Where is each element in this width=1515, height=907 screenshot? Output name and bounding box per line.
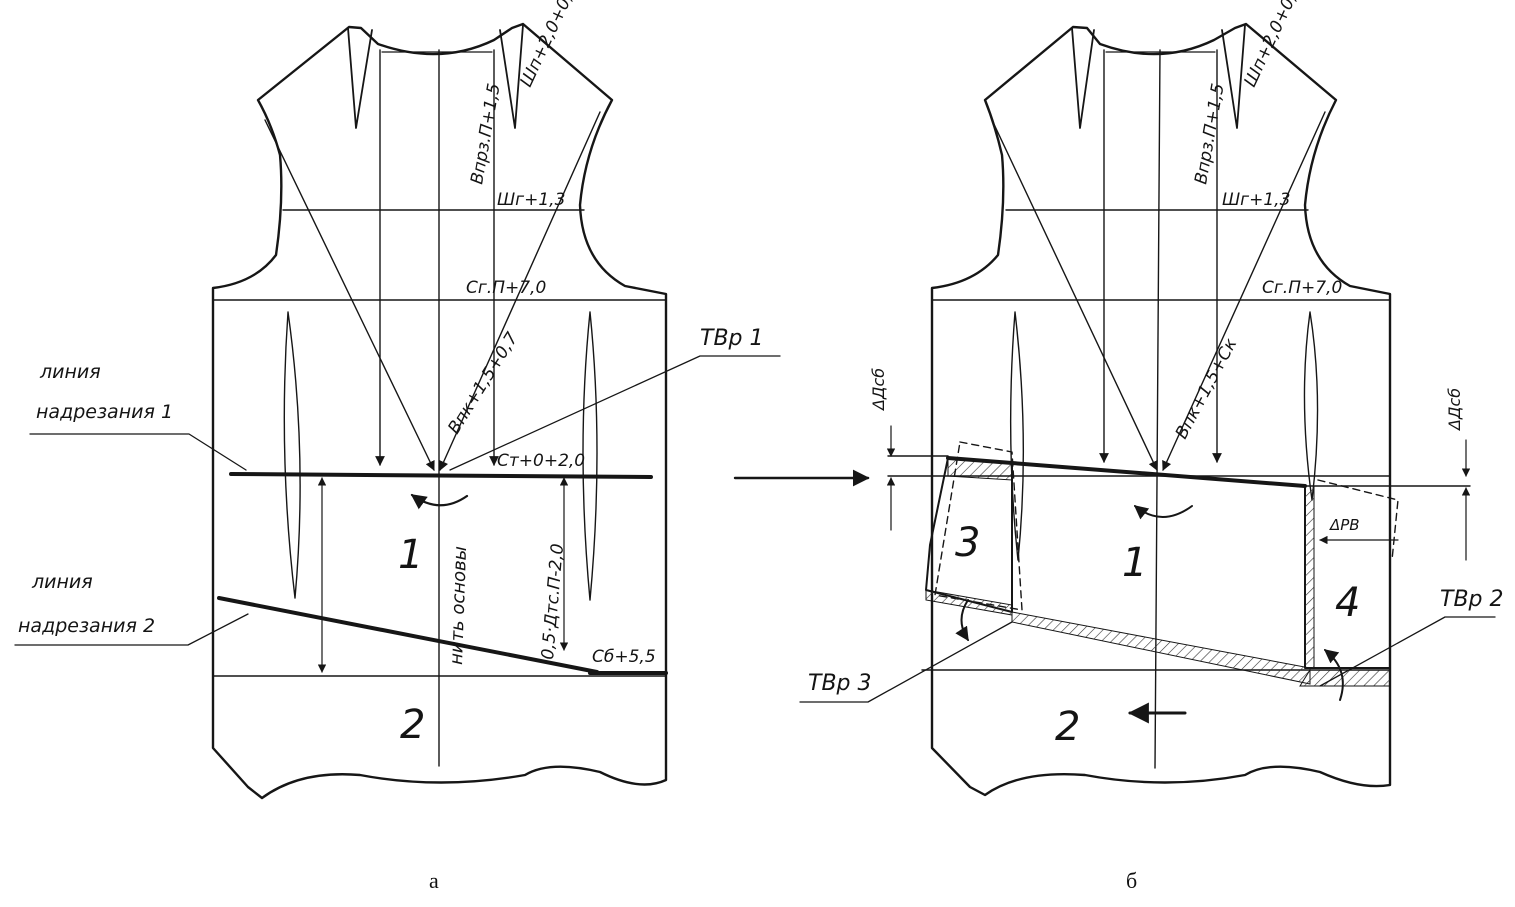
figure-a-labels: Шп+2,0+0,5 Впрз.П+1,5 Шг+1,3 Сг.П+7,0 Вп…	[18, 0, 764, 748]
neck-dart-left-b	[1071, 27, 1095, 129]
part-number-1-b: 1	[1122, 540, 1147, 586]
label-chest-a: Сг.П+7,0	[466, 278, 546, 298]
leader-cut-2-a	[14, 613, 249, 646]
hatch-bottom-b	[1299, 669, 1391, 687]
label-tvr3-b: ТВр 3	[808, 671, 872, 696]
waist-dart-right-a	[582, 311, 598, 601]
figure-a-pattern	[14, 22, 781, 800]
caption-a: а	[429, 868, 439, 893]
waist-dart-left-b	[1009, 311, 1025, 561]
diagonal-left-a	[264, 119, 435, 471]
figure-b-pattern	[799, 22, 1496, 797]
rotation-arrow-a	[410, 493, 469, 510]
label-armhole-depth-a: Впрз.П+1,5	[467, 82, 504, 186]
part-number-3-b: 3	[955, 520, 980, 566]
neck-dart-right-b	[1221, 24, 1246, 129]
leader-tvr1-a	[449, 355, 781, 471]
caption-b: б	[1126, 868, 1138, 893]
label-cut-1-line2: надрезания 1	[36, 401, 173, 423]
neck-dart-left-a	[347, 27, 373, 129]
label-delta-rb-b: ΔРВ	[1329, 516, 1360, 534]
waist-dart-left-a	[283, 311, 301, 599]
label-tvr1-a: ТВр 1	[700, 326, 764, 351]
diagonal-right-a	[439, 111, 601, 471]
panel-4-b	[1304, 485, 1391, 669]
waist-dart-right-b	[1303, 311, 1319, 501]
label-shoulder-a: Шп+2,0+0,5	[516, 0, 581, 90]
panel-3-dashed-b	[934, 441, 1023, 611]
label-delta-left-b: ΔДсб	[869, 368, 888, 412]
label-grain-a: нить основы	[446, 546, 471, 665]
label-hips-a: Сб+5,5	[592, 647, 656, 667]
neck-dart-right-a	[499, 24, 524, 129]
leader-tvr2-b	[1319, 616, 1496, 687]
hatch-panel-4-b	[1304, 485, 1315, 669]
part-number-2-a: 2	[400, 702, 425, 748]
label-shoulder-height-a: Впк+1,5+0,7	[444, 329, 522, 438]
label-armhole-depth-b: Впрз.П+1,5	[1191, 82, 1228, 186]
bodice-outline-b	[930, 22, 1392, 797]
leader-cut-1-a	[29, 433, 247, 471]
rotation-arrow-b4	[1323, 649, 1344, 701]
part-number-2-b: 2	[1055, 704, 1080, 750]
label-cut-2-line2: надрезания 2	[18, 615, 155, 637]
grain-line-b	[1154, 49, 1161, 769]
label-cut-1-line1: линия	[39, 361, 101, 383]
label-back-width-a: Шг+1,3	[497, 190, 565, 210]
label-waist-a: Ст+0+2,0	[497, 451, 585, 471]
bodice-outline-a	[211, 22, 668, 800]
rotation-arrow-b3	[955, 599, 969, 642]
label-delta-right-b: ΔДсб	[1445, 388, 1464, 432]
cut-line-1-a	[229, 472, 653, 479]
diagonal-left-b	[991, 119, 1158, 471]
diagonal-right-b	[1162, 111, 1326, 471]
rotation-arrow-b1	[1133, 505, 1193, 520]
label-shoulder-b: Шп+2,0+0,5	[1240, 0, 1305, 90]
label-tvr2-b: ТВр 2	[1440, 587, 1504, 612]
label-chest-b: Сг.П+7,0	[1262, 278, 1342, 298]
label-back-width-b: Шг+1,3	[1222, 190, 1290, 210]
part-number-1-a: 1	[398, 532, 423, 578]
cut-line-2-a	[217, 596, 599, 674]
label-shoulder-height-b: Впк+1,5+Ск	[1172, 335, 1242, 443]
label-cut-2-line1: линия	[31, 571, 93, 593]
hatch-panel-3-b	[925, 589, 1013, 616]
leader-tvr3-b	[799, 621, 1013, 703]
part-number-4-b: 4	[1335, 580, 1360, 626]
cut-line-1-b	[946, 456, 1307, 488]
hatch-cut-2-b	[1011, 611, 1311, 685]
